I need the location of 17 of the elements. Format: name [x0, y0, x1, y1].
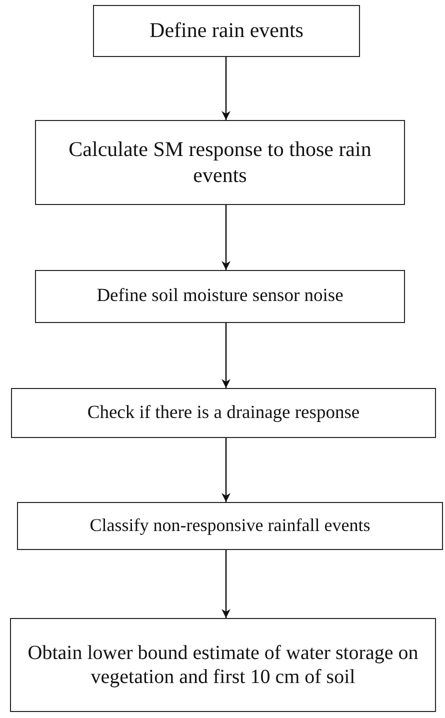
process-box	[10, 618, 436, 712]
process-box	[93, 5, 360, 57]
arrow	[222, 323, 230, 388]
process-box	[35, 120, 405, 205]
box-text: Define soil moisture sensor noise	[96, 285, 344, 308]
box-text: Classify non-responsive rainfall events	[90, 515, 370, 537]
arrow	[222, 205, 230, 270]
arrow	[222, 438, 230, 502]
box-text: Check if there is a drainage response	[87, 402, 360, 424]
arrow	[222, 550, 230, 618]
process-box	[17, 502, 443, 550]
arrow	[222, 57, 230, 120]
box-text: Define rain events	[150, 18, 304, 44]
process-box	[11, 388, 436, 438]
box-text: Obtain lower bound estimate of water storage on vegetation and first 10 cm of soil	[26, 640, 420, 690]
process-box	[35, 270, 405, 323]
box-text: Calculate SM response to those rain events	[68, 136, 372, 188]
